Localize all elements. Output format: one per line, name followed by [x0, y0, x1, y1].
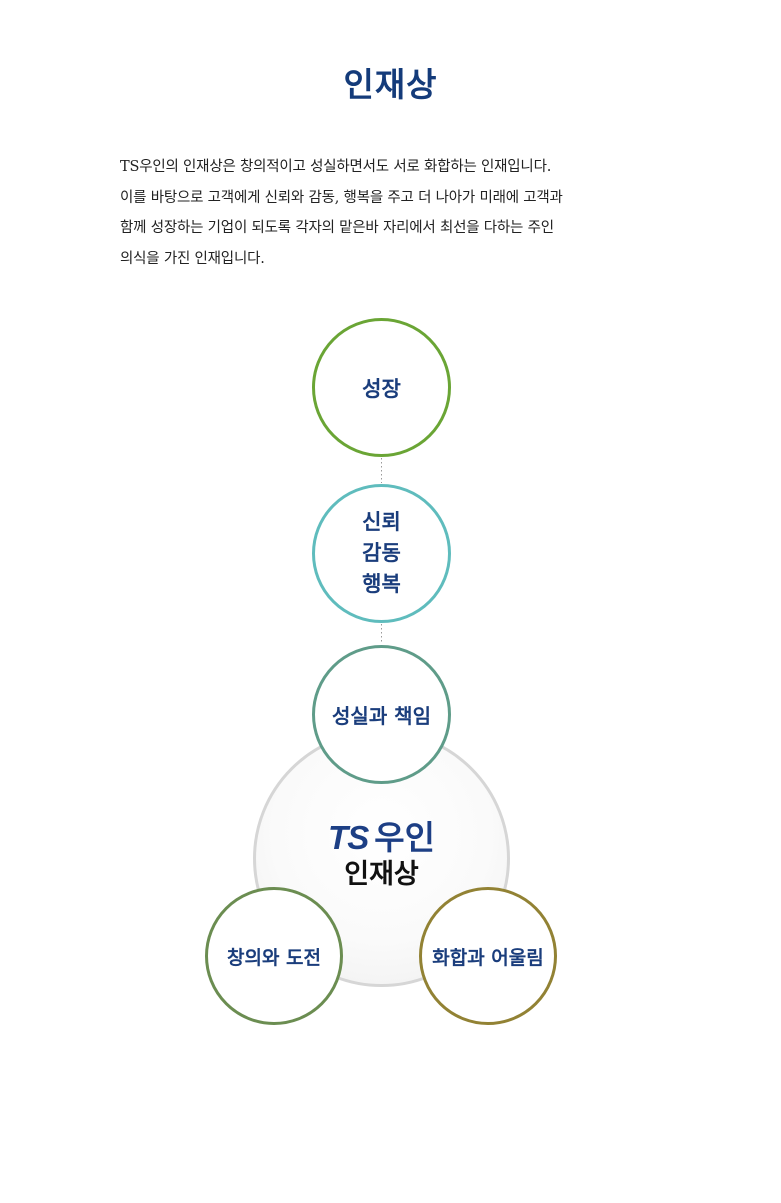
brand-ts: TS [328, 819, 369, 856]
node-harmony-label: 화합과 어울림 [432, 946, 544, 969]
node-growth: 성장 [312, 318, 451, 457]
node-harmony: 화합과 어울림 [419, 887, 557, 1025]
node-trust-label-3: 행복 [362, 572, 401, 596]
intro-line: TS우인의 인재상은 창의적이고 성실하면서도 서로 화합하는 인재입니다. [120, 159, 552, 175]
node-trust: 신뢰 감동 행복 [312, 484, 451, 623]
node-sincerity-label: 성실과 책임 [332, 704, 431, 728]
intro-paragraph: TS우인의 인재상은 창의적이고 성실하면서도 서로 화합하는 인재입니다. 이… [120, 152, 640, 274]
intro-line: 함께 성장하는 기업이 되도록 각자의 맡은바 자리에서 최선을 다하는 주인 [120, 220, 554, 236]
intro-line: 의식을 가진 인재입니다. [120, 250, 265, 267]
center-subtitle: 인재상 [344, 859, 419, 890]
node-growth-label: 성장 [362, 376, 401, 401]
intro-line: 이를 바탕으로 고객에게 신뢰와 감동, 행복을 주고 더 나아가 미래에 고객… [120, 189, 563, 206]
node-creativity-label: 창의와 도전 [226, 946, 321, 969]
brand-name: 우인 [374, 819, 435, 856]
node-trust-label-2: 감동 [362, 541, 401, 565]
node-creativity: 창의와 도전 [205, 887, 343, 1025]
page-title: 인재상 [343, 65, 438, 104]
node-trust-label-1: 신뢰 [362, 510, 401, 534]
node-sincerity: 성실과 책임 [312, 645, 451, 784]
